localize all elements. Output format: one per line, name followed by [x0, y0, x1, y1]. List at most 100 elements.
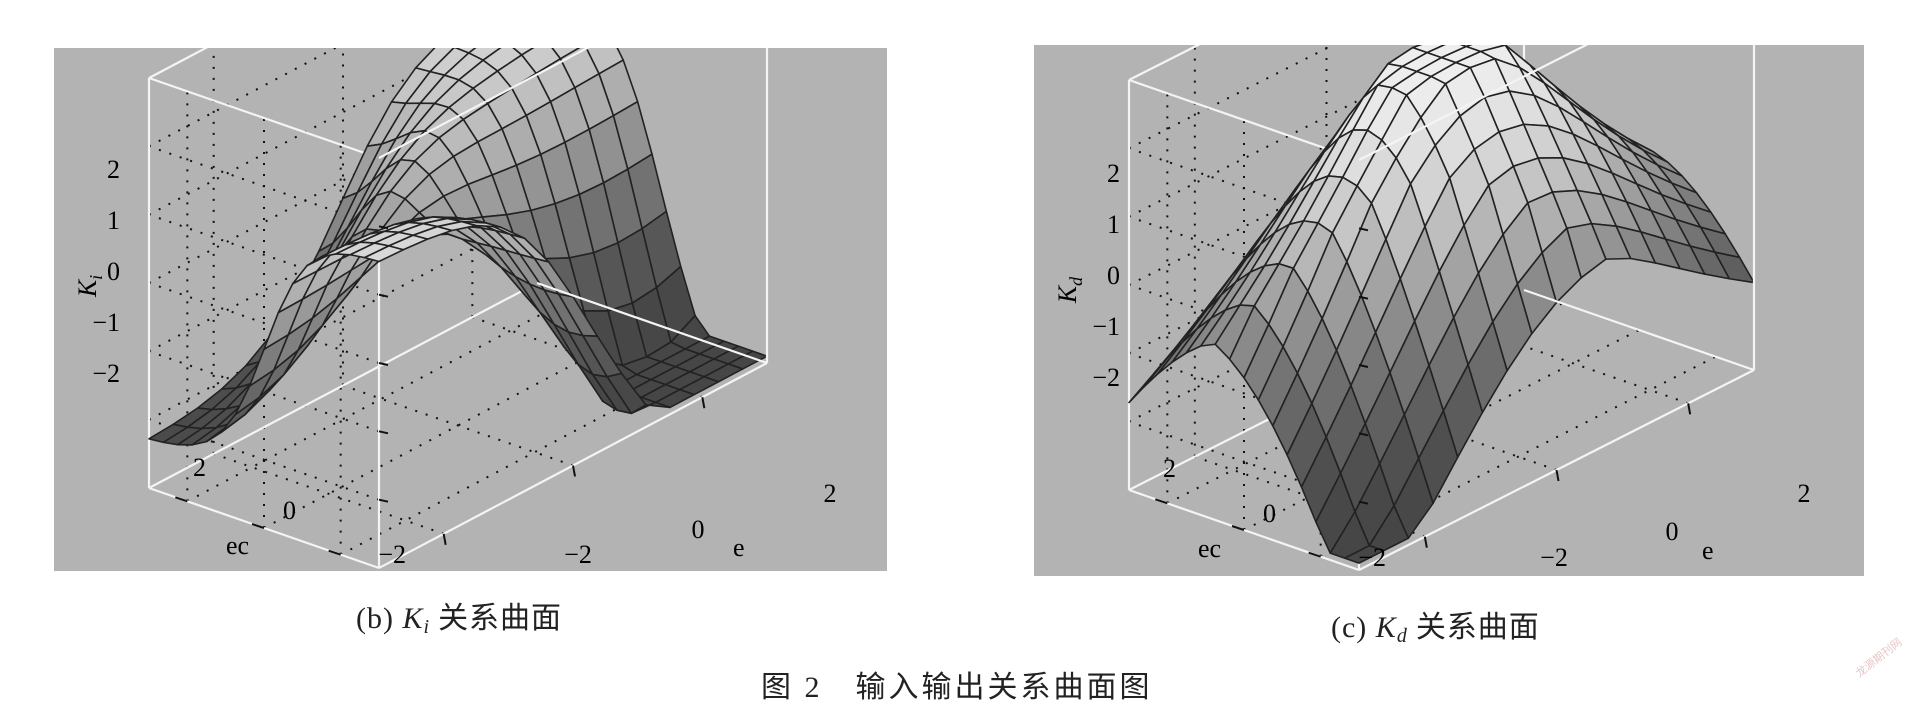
caption-symbol: K — [1375, 611, 1397, 644]
z-tick-mark — [378, 498, 389, 503]
z-tick-label: 2 — [1107, 159, 1120, 188]
x-tick-mark — [1423, 536, 1428, 548]
x-tick-mark — [1555, 469, 1560, 482]
caption-symbol: K — [402, 602, 424, 635]
y-tick-label: 0 — [283, 496, 296, 525]
z-axis-label-subscript: i — [86, 275, 106, 280]
y-tick-label: −2 — [378, 540, 406, 569]
caption-text: 关系曲面 — [438, 602, 563, 635]
z-axis-label: Kd — [1053, 276, 1086, 304]
z-tick-mark — [378, 362, 389, 366]
surface-cell — [1343, 544, 1385, 564]
tick-marks — [1155, 227, 1692, 558]
z-tick-label: 1 — [1107, 210, 1120, 239]
z-tick-label: −1 — [1092, 312, 1120, 341]
axis-box-edge — [1128, 45, 1201, 81]
z-tick-mark — [1358, 227, 1369, 232]
y-axis-label: ec — [226, 531, 249, 560]
z-tick-mark — [1358, 295, 1369, 300]
z-tick-mark — [1358, 500, 1369, 505]
grid-line — [1457, 322, 1689, 405]
grid-line — [1128, 45, 1471, 218]
z-tick-label: 0 — [107, 257, 120, 286]
y-tick-label: 2 — [1163, 454, 1176, 483]
grid-line — [148, 282, 380, 364]
z-tick-label: −2 — [92, 359, 120, 388]
z-tick-label: −2 — [1092, 363, 1120, 392]
surface-cell — [512, 48, 535, 56]
y-tick-label: 0 — [1263, 499, 1276, 528]
y-tick-mark — [251, 523, 265, 529]
y-tick-mark — [1231, 525, 1245, 531]
x-tick-mark — [1687, 403, 1692, 415]
surface-mesh — [1128, 45, 1755, 564]
svg-text:Ki: Ki — [73, 275, 106, 298]
axis-box-edge — [536, 281, 768, 365]
y-tick-label: 2 — [193, 453, 206, 482]
x-axis-label: e — [1702, 536, 1714, 565]
axis-box-edge — [148, 76, 380, 160]
z-tick-mark — [1358, 364, 1369, 368]
x-tick-label: 0 — [692, 515, 705, 544]
surface-mesh — [148, 48, 768, 446]
watermark-text: 龙源期刊网 — [1853, 635, 1905, 680]
y-tick-mark — [1155, 498, 1168, 505]
z-tick-label: 1 — [107, 206, 120, 235]
y-tick-mark — [328, 549, 341, 556]
grid-line — [213, 452, 444, 535]
grid-line — [342, 384, 574, 467]
svg-text:Kd: Kd — [1053, 276, 1086, 304]
axis-box-edge — [378, 48, 590, 159]
y-tick-mark — [175, 496, 188, 503]
surface-plot-ki-canvas: 2 1 0 −1 −2 Ki 2 0 −2 ec −2 0 2 e — [73, 48, 837, 570]
subfigure-caption-c: (c) Kd 关系曲面 — [1331, 602, 1540, 648]
x-tick-label: −2 — [564, 540, 592, 569]
z-tick-mark — [378, 225, 389, 230]
x-tick-mark — [572, 465, 576, 477]
caption-prefix: (c) — [1331, 611, 1368, 644]
y-tick-mark — [1308, 551, 1321, 558]
subfigure-caption-b: (b) Ki 关系曲面 — [356, 593, 562, 639]
x-tick-label: 2 — [824, 479, 837, 508]
x-tick-label: 2 — [1798, 479, 1811, 508]
grid-line — [148, 418, 380, 501]
grid-line — [1128, 45, 1336, 150]
y-tick-label: −2 — [1358, 543, 1386, 572]
axis-box-edge — [1128, 78, 1360, 162]
z-axis-label: Ki — [73, 275, 106, 298]
grid-line — [148, 145, 380, 228]
figure-caption: 图 2 输入输出关系曲面图 — [761, 671, 1153, 704]
z-axis-label-symbol: K — [73, 278, 102, 298]
grid-line — [1128, 147, 1360, 230]
surface-plot-kd-canvas: 2 1 0 −1 −2 Kd 2 0 −2 ec −2 0 2 e — [1053, 45, 1811, 572]
grid-line — [1320, 355, 1717, 558]
grid-line — [1128, 215, 1360, 298]
surface-plot-kd: 2 1 0 −1 −2 Kd 2 0 −2 ec −2 0 2 e — [1034, 45, 1864, 576]
tick-marks — [175, 225, 706, 556]
caption-prefix: (b) — [356, 602, 394, 635]
x-tick-mark — [701, 396, 706, 409]
x-tick-label: 0 — [1666, 517, 1679, 546]
z-tick-mark — [1358, 432, 1369, 437]
z-tick-label: 0 — [1107, 261, 1120, 290]
surface-cell — [363, 245, 405, 263]
grid-line — [1128, 352, 1360, 435]
z-tick-mark — [378, 293, 389, 298]
z-axis-label-subscript: d — [1066, 276, 1086, 286]
caption-text: 关系曲面 — [1415, 611, 1540, 644]
z-axis-label-symbol: K — [1053, 284, 1082, 304]
caption-subscript: i — [423, 616, 431, 638]
grid-line — [1128, 420, 1360, 503]
z-tick-mark — [378, 430, 389, 435]
z-tick-label: −1 — [92, 308, 120, 337]
axis-box-edge — [1358, 45, 1589, 161]
x-tick-label: −2 — [1540, 543, 1568, 572]
axis-box-edge — [148, 282, 538, 489]
caption-subscript: d — [1396, 625, 1408, 647]
z-tick-label: 2 — [107, 155, 120, 184]
x-axis-label: e — [733, 533, 745, 562]
grid-line — [148, 213, 380, 296]
surface-plot-ki: 2 1 0 −1 −2 Ki 2 0 −2 ec −2 0 2 e — [54, 48, 887, 571]
y-axis-label: ec — [1198, 534, 1221, 563]
